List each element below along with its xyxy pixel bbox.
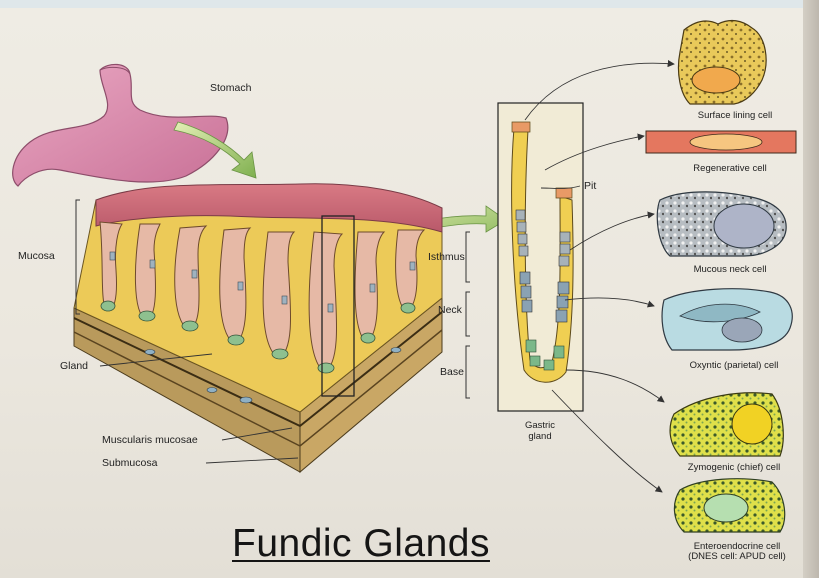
regenerative-cell-caption: Regenerative cell <box>655 163 805 174</box>
regenerative-cell <box>646 131 796 153</box>
mucous-neck-cell <box>657 192 786 256</box>
oxyntic-parietal-cell <box>662 289 792 350</box>
zymogenic-chief-cell <box>670 393 783 456</box>
pit-label: Pit <box>584 180 596 192</box>
enteroendocrine-cell-caption: Enteroendocrine cell(DNES cell: APUD cel… <box>662 542 812 562</box>
gland-label: Gland <box>60 360 88 372</box>
mucosa-label: Mucosa <box>18 250 55 262</box>
slide-title: Fundic Glands <box>232 522 490 566</box>
tissue-block <box>74 184 442 472</box>
isthmus-label: Isthmus <box>428 251 465 263</box>
mucous-neck-cell-caption: Mucous neck cell <box>655 264 805 275</box>
surface-lining-cell-caption: Surface lining cell <box>660 110 810 121</box>
stomach-label: Stomach <box>210 82 251 94</box>
oxyntic-cell-caption: Oxyntic (parietal) cell <box>654 360 814 371</box>
submucosa-label: Submucosa <box>102 457 157 469</box>
stomach <box>13 64 228 186</box>
zymogenic-cell-caption: Zymogenic (chief) cell <box>654 462 814 473</box>
base-label: Base <box>440 366 464 378</box>
enteroendocrine-cell <box>674 479 784 532</box>
neck-label: Neck <box>438 304 462 316</box>
muscularis-mucosae-label: Muscularis mucosae <box>102 434 198 446</box>
surface-lining-cell <box>678 21 766 104</box>
